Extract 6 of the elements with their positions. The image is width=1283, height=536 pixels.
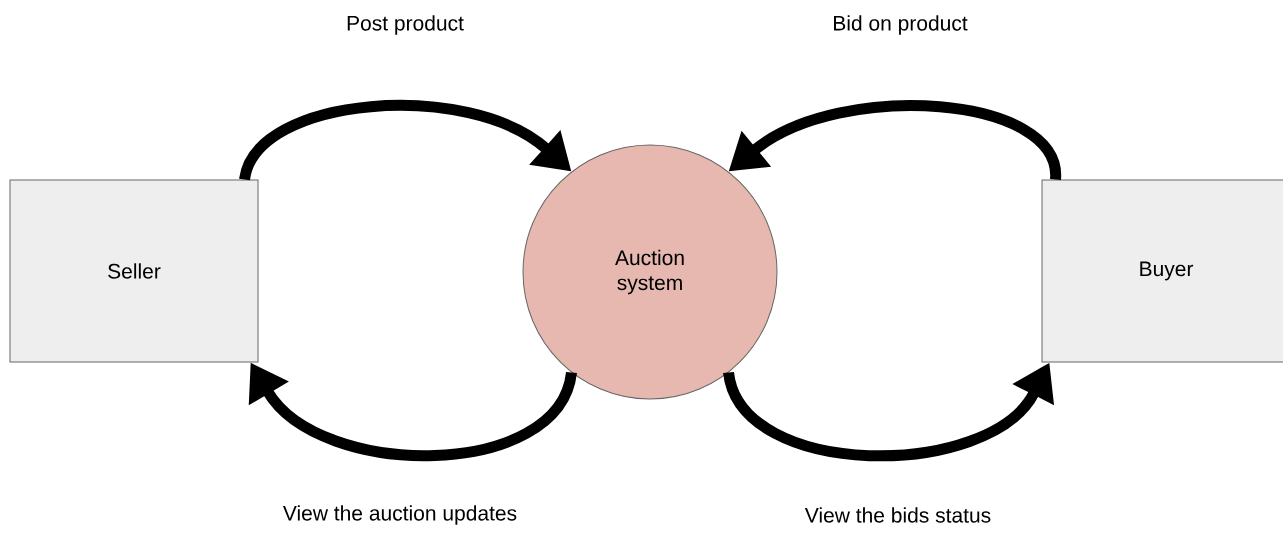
- edge-label: Bid on product: [834, 15, 968, 35]
- edge-label: View the auction updates: [282, 505, 517, 525]
- actor-box: Seller: [9, 179, 259, 363]
- actor-box: Buyer: [1041, 179, 1283, 363]
- edge-label: Post product: [347, 15, 464, 35]
- edge-label: View the bids status: [804, 507, 991, 523]
